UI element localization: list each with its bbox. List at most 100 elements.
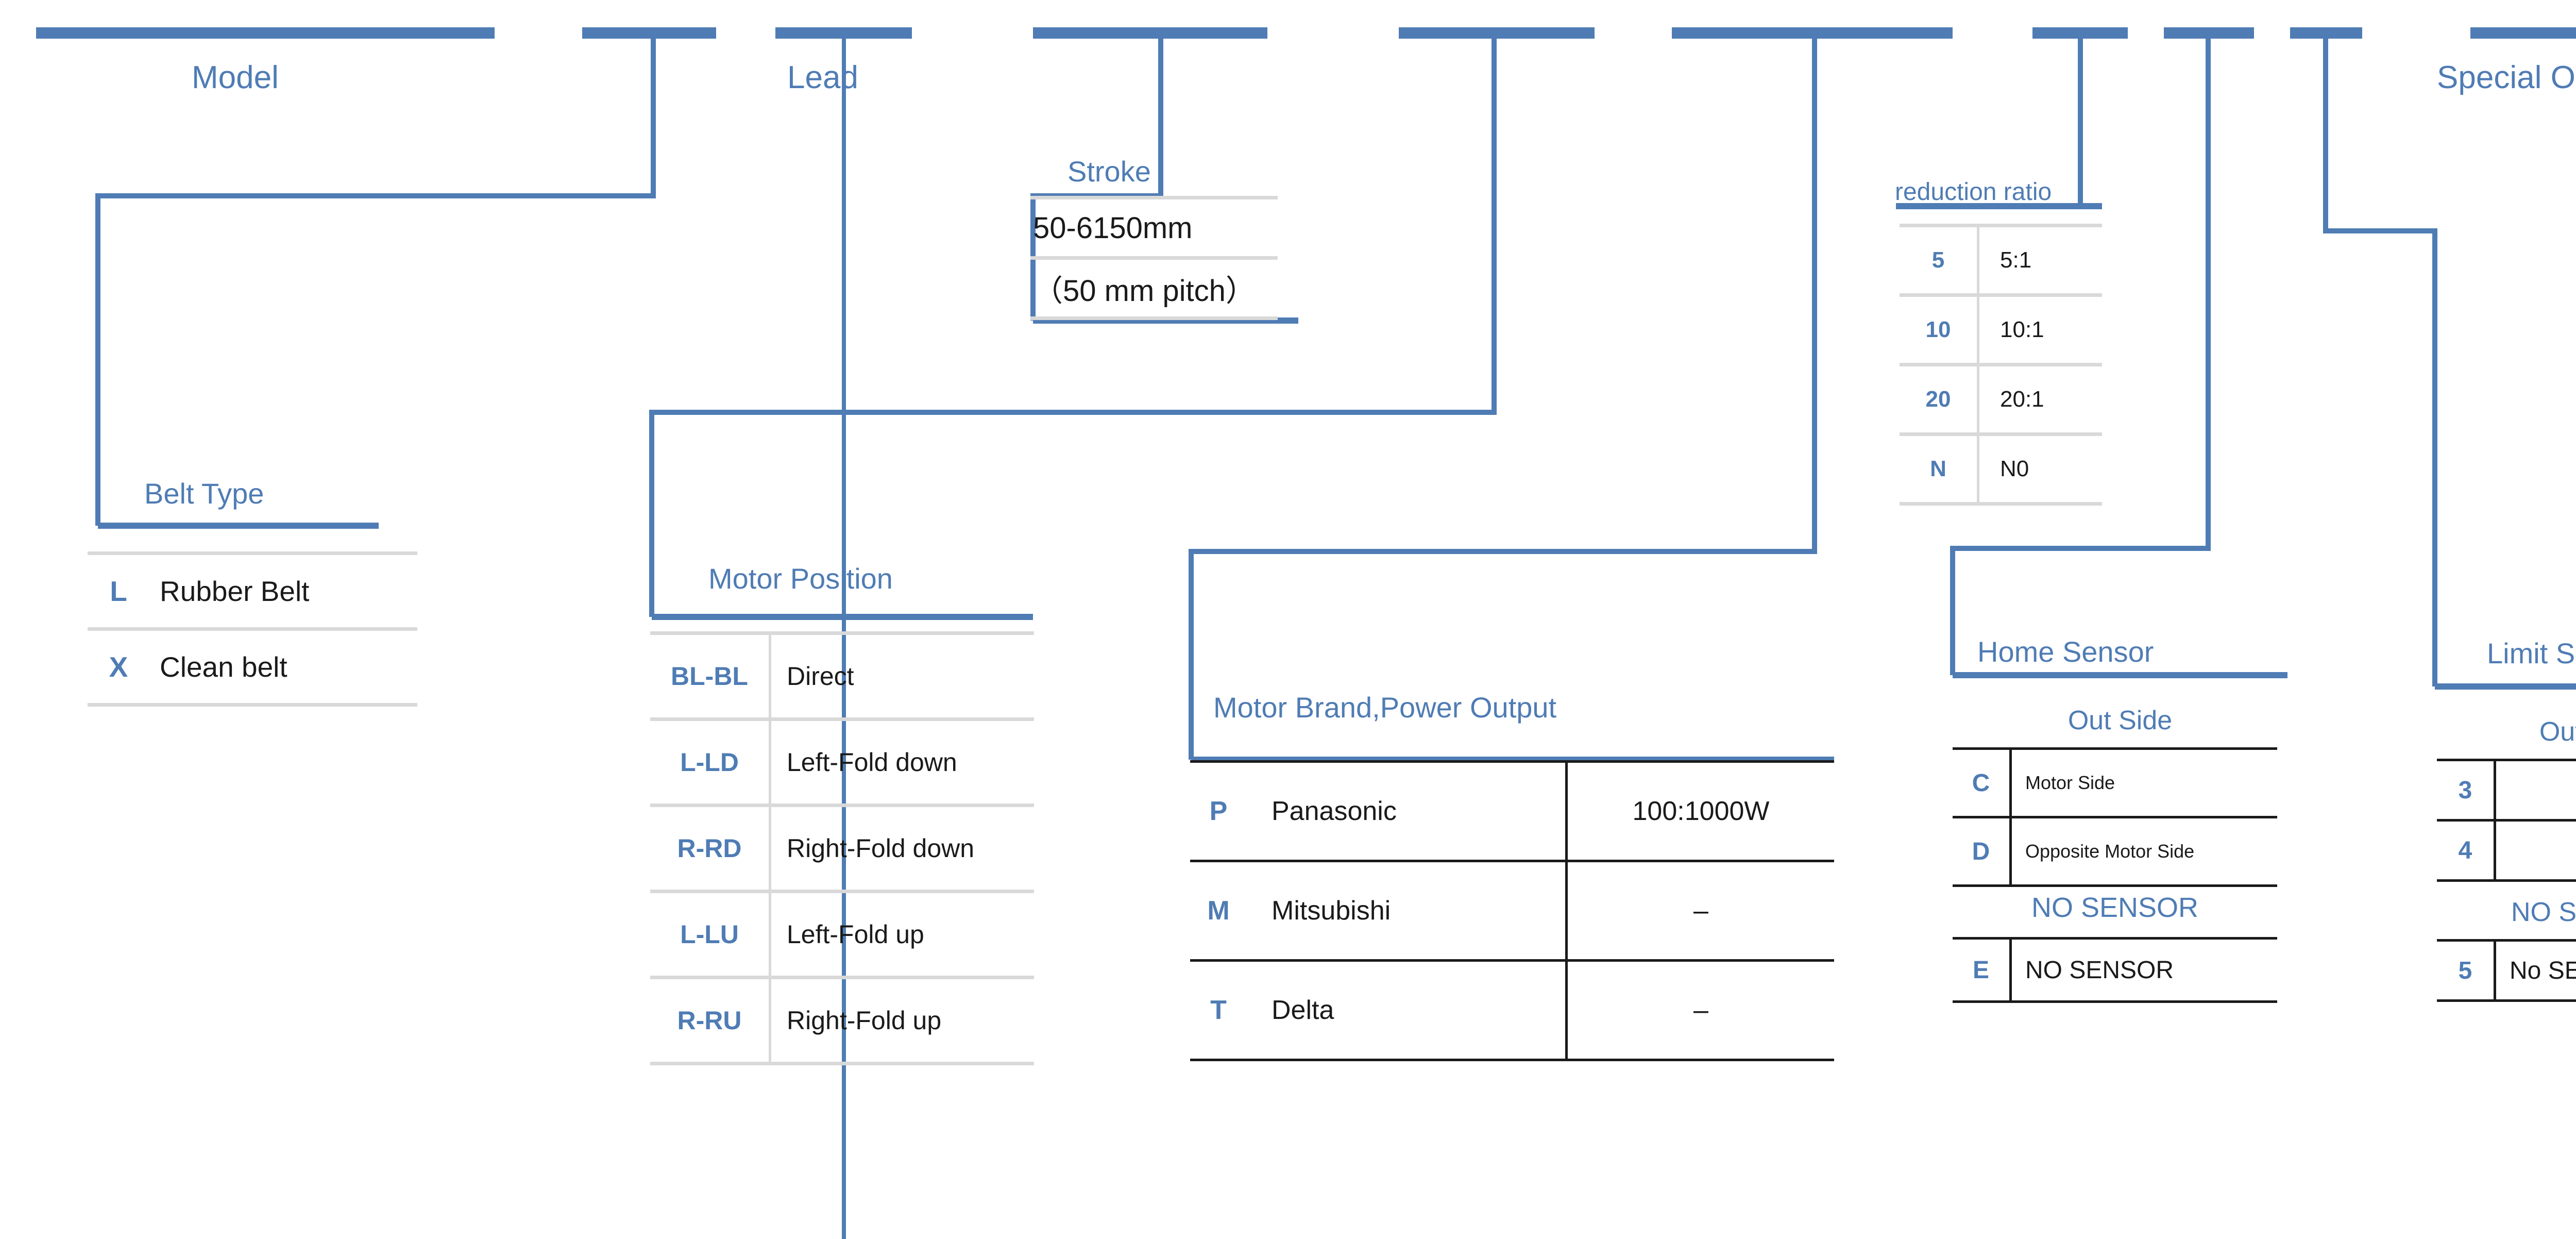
reduction-ratio-1: 10:1 xyxy=(1977,295,2102,366)
code-bar-special-order xyxy=(2470,27,2576,39)
motor-position-code-0: BL-BL xyxy=(650,631,770,721)
table-row: 50-6150mm xyxy=(1030,196,1278,260)
home-sensor-desc-1: Opposite Motor Side xyxy=(2009,817,2277,887)
home-sensor-desc-0: Motor Side xyxy=(2009,747,2277,818)
code-bar-home-sensor xyxy=(2164,27,2254,39)
table-row: R-RD Right-Fold down xyxy=(650,805,1034,893)
table-row: D Opposite Motor Side xyxy=(1953,817,2277,887)
reduction-code-0: 5 xyxy=(1900,224,1978,297)
stroke-value-0: 50-6150mm xyxy=(1030,196,1278,260)
group-label-model: Model xyxy=(192,60,279,95)
code-bar-lead xyxy=(775,27,912,39)
table-row: P Panasonic 100:1000W xyxy=(1190,760,1834,862)
limit-sensor-nosensor-desc-0: No SENSOR xyxy=(2494,939,2576,1002)
home-sensor-nosensor-table: E NO SENSOR xyxy=(1953,937,2277,1003)
table-row: 5 No SENSOR xyxy=(2437,939,2576,1002)
reduction-code-2: 20 xyxy=(1900,364,1978,436)
group-label-lead: Lead xyxy=(787,60,858,95)
table-row: T Delta – xyxy=(1190,960,1834,1061)
code-bar-motor-position xyxy=(1399,27,1595,39)
table-row: M Mitsubishi – xyxy=(1190,861,1834,962)
code-bar-model xyxy=(36,27,495,39)
limit-sensor-subhead: Out Side xyxy=(2539,717,2576,747)
table-row: 3 1pc xyxy=(2437,759,2576,822)
limit-sensor-desc-1: 2pc xyxy=(2494,820,2576,882)
reduction-ratio-table: 5 5:1 10 10:1 20 20:1 N N0 xyxy=(1900,224,2102,506)
motor-position-code-4: R-RU xyxy=(650,977,770,1065)
motor-position-desc-3: Left-Fold up xyxy=(769,891,1034,979)
group-label-home-sensor: Home Sensor xyxy=(1977,635,2154,668)
table-row: C Motor Side xyxy=(1953,747,2277,818)
table-row: R-RU Right-Fold up xyxy=(650,977,1034,1065)
motor-brand-name-1: Mitsubishi xyxy=(1247,861,1567,962)
table-row: （50 mm pitch） xyxy=(1030,258,1278,320)
home-sensor-nosensor-head: NO SENSOR xyxy=(2031,892,2199,923)
motor-brand-power-2: – xyxy=(1565,960,1834,1061)
belt-type-code-1: X xyxy=(88,629,149,707)
belt-type-table: L Rubber Belt X Clean belt xyxy=(88,551,417,707)
home-sensor-nosensor-desc-0: NO SENSOR xyxy=(2009,937,2277,1003)
limit-sensor-nosensor-head: NO SENSOR xyxy=(2511,897,2576,927)
motor-position-code-3: L-LU xyxy=(650,891,770,979)
motor-position-code-1: L-LD xyxy=(650,719,770,807)
reduction-ratio-2: 20:1 xyxy=(1977,364,2102,436)
motor-brand-code-2: T xyxy=(1190,960,1247,1061)
belt-type-desc-0: Rubber Belt xyxy=(149,551,417,631)
group-label-motor-brand: Motor Brand,Power Output xyxy=(1213,691,1557,724)
table-row: L Rubber Belt xyxy=(88,551,417,631)
reduction-code-3: N xyxy=(1900,434,1978,506)
limit-sensor-code-0: 3 xyxy=(2437,759,2495,822)
code-bar-motor-brand xyxy=(1672,27,1953,39)
code-bar-belt-type xyxy=(582,27,716,39)
motor-brand-code-1: M xyxy=(1190,861,1247,962)
motor-position-desc-2: Right-Fold down xyxy=(769,805,1034,893)
motor-brand-power-0: 100:1000W xyxy=(1565,760,1834,862)
code-bar-limit-sensor xyxy=(2290,27,2362,39)
group-label-motor-position: Motor Position xyxy=(708,562,893,595)
table-row: 10 10:1 xyxy=(1900,295,2102,366)
table-row: 5 5:1 xyxy=(1900,224,2102,297)
home-sensor-code-1: D xyxy=(1953,817,2011,887)
home-sensor-code-0: C xyxy=(1953,747,2011,818)
motor-brand-name-2: Delta xyxy=(1247,960,1567,1061)
limit-sensor-nosensor-table: 5 No SENSOR xyxy=(2437,939,2576,1002)
table-row: E NO SENSOR xyxy=(1953,937,2277,1003)
reduction-ratio-0: 5:1 xyxy=(1977,224,2102,297)
stroke-value-1: （50 mm pitch） xyxy=(1030,258,1278,320)
limit-sensor-nosensor-code-0: 5 xyxy=(2437,939,2495,1002)
home-sensor-subhead: Out Side xyxy=(2067,706,2173,735)
code-bar-reduction xyxy=(2032,27,2128,39)
table-row: BL-BL Direct xyxy=(650,631,1034,721)
table-row: X Clean belt xyxy=(88,629,417,707)
belt-type-desc-1: Clean belt xyxy=(149,629,417,707)
group-label-special-order: Special Order No. xyxy=(2437,60,2576,95)
motor-brand-code-0: P xyxy=(1190,760,1247,862)
group-label-limit-sensor: Limit Sensor xyxy=(2487,637,2576,669)
table-row: N N0 xyxy=(1900,434,2102,506)
reduction-code-1: 10 xyxy=(1900,295,1978,366)
table-row: L-LU Left-Fold up xyxy=(650,891,1034,979)
reduction-ratio-3: N0 xyxy=(1977,434,2102,506)
limit-sensor-code-1: 4 xyxy=(2437,820,2495,882)
belt-type-code-0: L xyxy=(88,551,149,631)
home-sensor-nosensor-code-0: E xyxy=(1953,937,2011,1003)
home-sensor-table: C Motor Side D Opposite Motor Side xyxy=(1953,747,2277,887)
table-row: 20 20:1 xyxy=(1900,364,2102,436)
motor-position-desc-4: Right-Fold up xyxy=(769,977,1034,1065)
motor-brand-table: P Panasonic 100:1000W M Mitsubishi – T D… xyxy=(1190,760,1834,1061)
stroke-table: 50-6150mm （50 mm pitch） xyxy=(1030,196,1278,320)
motor-position-desc-1: Left-Fold down xyxy=(769,719,1034,807)
motor-position-table: BL-BL Direct L-LD Left-Fold down R-RD Ri… xyxy=(650,631,1034,1065)
group-label-belt-type: Belt Type xyxy=(144,477,264,510)
motor-position-code-2: R-RD xyxy=(650,805,770,893)
group-label-stroke: Stroke xyxy=(1067,155,1151,188)
table-row: L-LD Left-Fold down xyxy=(650,719,1034,807)
group-label-reduction-ratio: reduction ratio xyxy=(1895,178,2052,206)
motor-position-desc-0: Direct xyxy=(769,631,1034,721)
motor-brand-name-0: Panasonic xyxy=(1247,760,1567,862)
table-row: 4 2pc xyxy=(2437,820,2576,882)
code-bar-stroke xyxy=(1033,27,1267,39)
motor-brand-power-1: – xyxy=(1565,861,1834,962)
limit-sensor-desc-0: 1pc xyxy=(2494,759,2576,822)
